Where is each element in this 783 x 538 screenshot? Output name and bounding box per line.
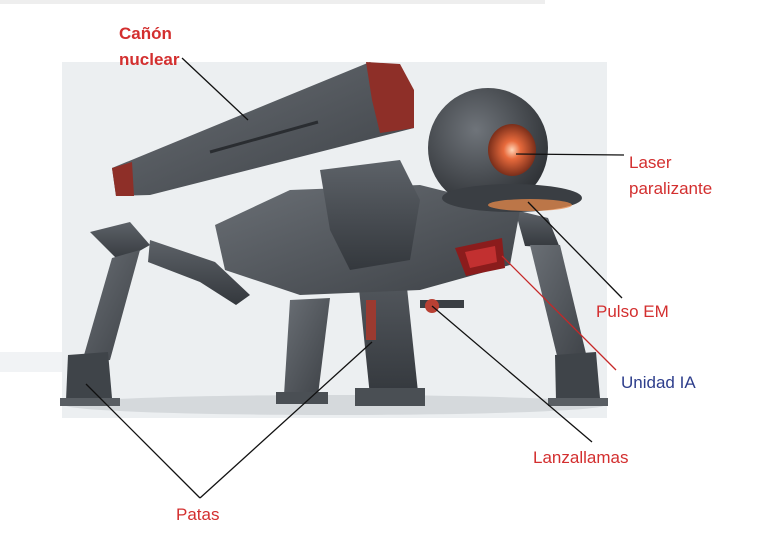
label-lanzallamas: Lanzallamas <box>533 448 629 467</box>
left-edge-strip <box>0 352 62 372</box>
label-pulso-em: Pulso EM <box>596 302 669 321</box>
leg-red-stripe <box>366 300 376 340</box>
nuclear-cannon-muzzle <box>366 62 414 133</box>
rear-left-footpad <box>60 398 120 406</box>
leader-unidad <box>501 255 617 371</box>
front-left-leg <box>284 298 330 395</box>
nuclear-cannon-rear-cap <box>112 162 134 196</box>
leader-pulso <box>527 201 623 299</box>
paralyzing-laser-eye <box>488 124 536 176</box>
nuclear-cannon-barrel <box>112 62 414 196</box>
label-canon-line1: Cañón <box>119 24 172 43</box>
left-arm <box>148 240 250 305</box>
ground-shadow <box>65 395 605 415</box>
front-left-foot <box>276 392 328 404</box>
label-laser-paralizante: Laser paralizante <box>629 150 712 202</box>
leader-canon <box>181 57 249 121</box>
label-canon-line2: nuclear <box>119 50 180 69</box>
sensor-sphere <box>428 88 548 208</box>
em-pulse-glow <box>488 199 572 211</box>
rear-left-shin <box>82 250 140 362</box>
label-canon-nuclear: Cañón nuclear <box>119 21 179 73</box>
label-laser-line1: Laser <box>629 153 672 172</box>
rear-left-foot <box>66 352 112 400</box>
label-patas: Patas <box>176 505 220 524</box>
rear-right-shin <box>530 245 588 368</box>
cannon-handle-rail <box>209 120 319 154</box>
label-laser-line2: paralizante <box>629 179 713 198</box>
ai-unit-light <box>465 246 497 268</box>
torso-shoulder-block <box>320 160 420 270</box>
leader-lines <box>85 57 625 499</box>
label-unidad-ia: Unidad IA <box>621 373 696 392</box>
top-edge-strip <box>0 0 545 4</box>
mech-robot-illustration <box>60 62 608 406</box>
flamethrower-barrel <box>420 300 464 308</box>
leader-patas-left <box>85 383 201 499</box>
leader-laser <box>515 153 625 156</box>
rear-right-foot <box>555 352 600 400</box>
leader-lanzallamas <box>431 305 593 443</box>
rear-right-footpad <box>548 398 608 406</box>
front-right-foot <box>355 388 425 406</box>
leader-patas-right <box>199 341 373 499</box>
rear-right-thigh <box>515 210 560 248</box>
